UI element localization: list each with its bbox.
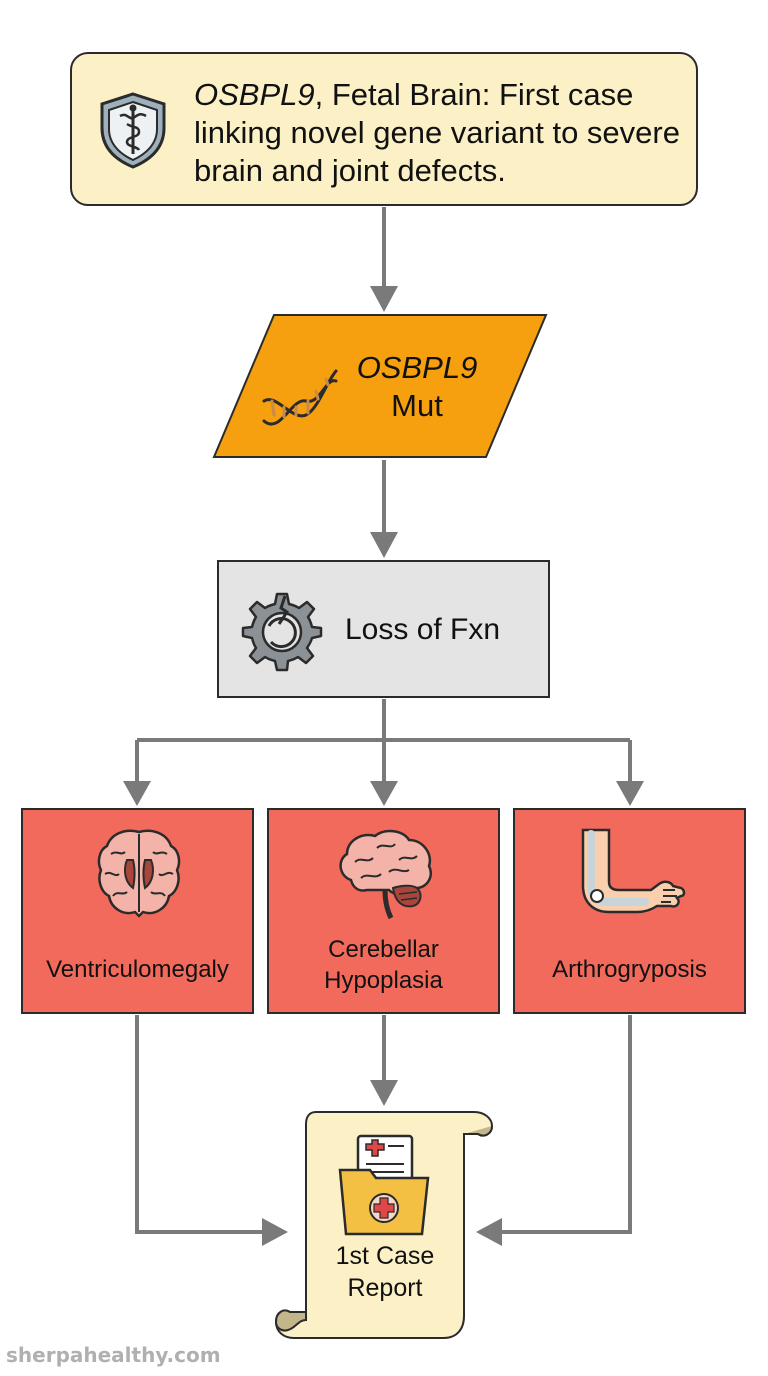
medical-shield-icon <box>100 92 166 169</box>
header-description: , Fetal Brain: First case linking novel … <box>194 77 680 188</box>
arrowhead-mutation <box>370 286 398 312</box>
brain-cerebellum-icon <box>339 829 432 920</box>
arrowhead-report-left <box>262 1218 288 1246</box>
medical-folder-icon <box>338 1134 430 1236</box>
header-gene: OSBPL9 <box>194 77 315 112</box>
outcome-box-cerebellar-hypoplasia: Cerebellar Hypoplasia <box>267 808 500 1014</box>
broken-gear-icon <box>241 592 323 672</box>
connector-outcome-3-to-report <box>498 1015 632 1234</box>
outcome-box-arthrogryposis: Arthrogryposis <box>513 808 746 1014</box>
arrowhead-report-top <box>370 1080 398 1106</box>
outcome-label-cerebellar-hypoplasia: Cerebellar Hypoplasia <box>324 936 443 994</box>
header-card: OSBPL9, Fetal Brain: First case linking … <box>70 52 698 206</box>
mutation-parallelogram <box>212 314 548 458</box>
outcome-box-ventriculomegaly: Ventriculomegaly <box>21 808 254 1014</box>
arrowhead-outcome-2 <box>370 781 398 806</box>
outcome-label-ventriculomegaly: Ventriculomegaly <box>46 956 229 983</box>
mutation-suffix: Mut <box>391 388 443 423</box>
report-label: 1st Case Report <box>335 1242 435 1302</box>
arrowhead-report-right <box>476 1218 502 1246</box>
dna-icon <box>262 369 338 426</box>
watermark: sherpahealthy.com <box>6 1343 221 1367</box>
process-node: Loss of Fxn <box>217 560 550 698</box>
bent-arm-icon <box>581 828 686 914</box>
brain-ventricles-icon <box>97 829 181 918</box>
outcome-label-arthrogryposis: Arthrogryposis <box>552 956 707 983</box>
process-label: Loss of Fxn <box>345 613 501 646</box>
arrowhead-outcome-1 <box>123 781 151 806</box>
arrowhead-process <box>370 532 398 558</box>
mutation-gene: OSBPL9 <box>356 350 478 385</box>
header-title: OSBPL9, Fetal Brain: First case linking … <box>194 76 684 190</box>
connector-outcome-1-to-report <box>135 1015 266 1234</box>
arrowhead-outcome-3 <box>616 781 644 806</box>
mutation-node: OSBPL9 Mut <box>212 313 548 459</box>
report-scroll: 1st Case Report <box>272 1106 498 1344</box>
mutation-label: OSBPL9 Mut <box>342 349 492 425</box>
